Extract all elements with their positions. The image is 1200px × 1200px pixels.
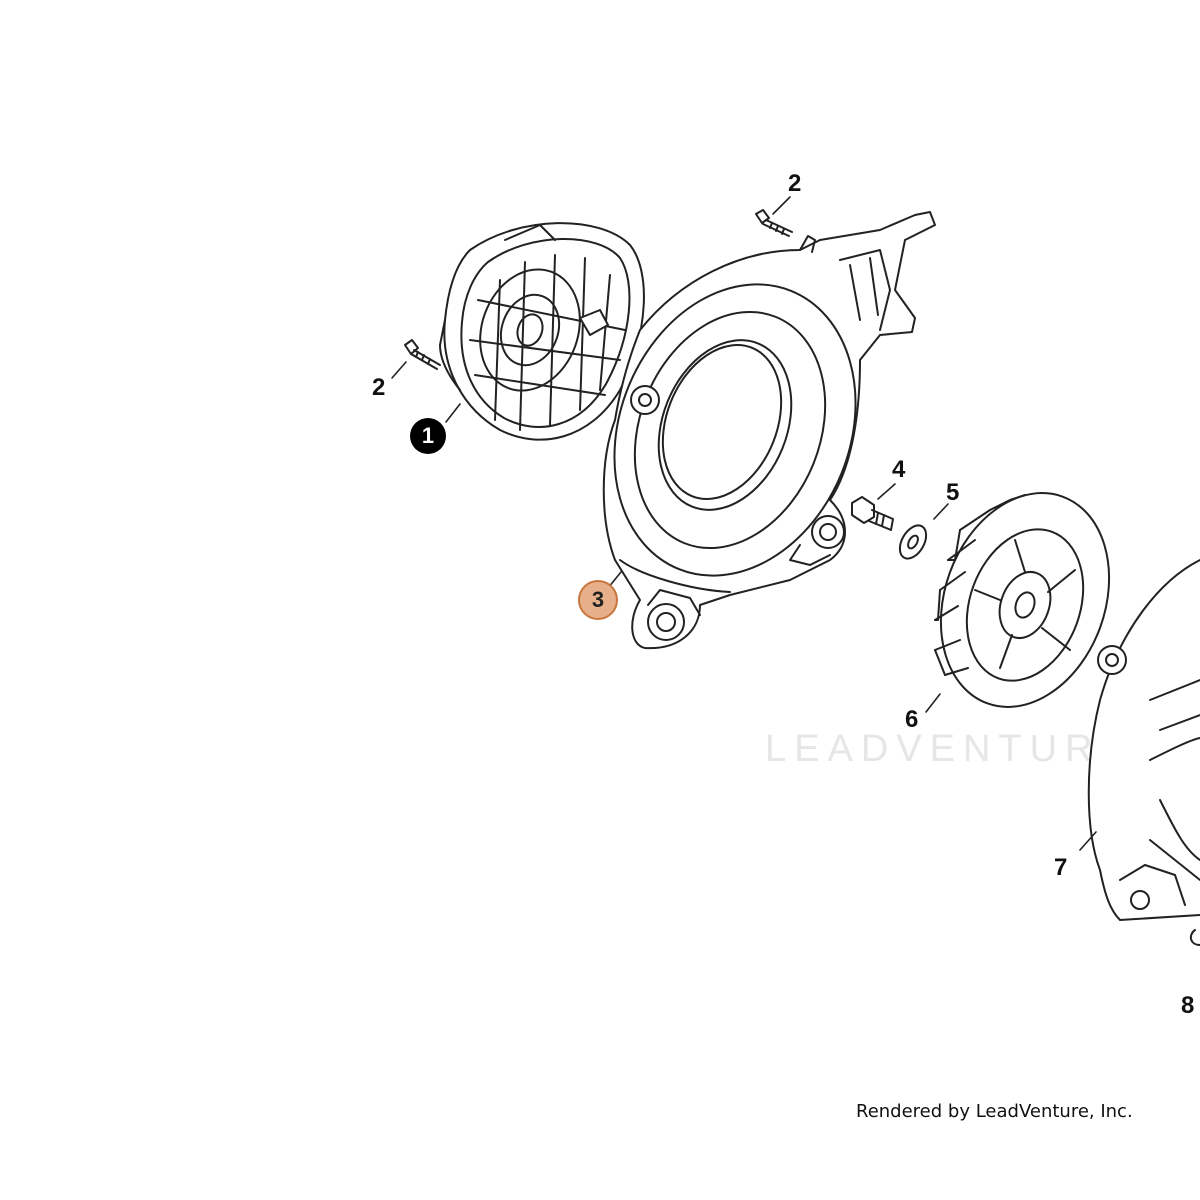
part-5-washer[interactable] — [894, 521, 931, 563]
callout-1[interactable]: 1 — [410, 418, 446, 454]
leader-lines — [391, 196, 1097, 851]
callout-8[interactable]: 8 — [1181, 992, 1195, 1019]
part-2-screw-left[interactable] — [404, 339, 441, 370]
part-1-starter-cover[interactable] — [439, 222, 645, 441]
callout-7[interactable]: 7 — [1054, 854, 1068, 881]
part-3-fan-housing[interactable] — [572, 211, 936, 650]
part-2-screw-top[interactable] — [755, 209, 793, 237]
callout-6[interactable]: 6 — [905, 706, 919, 733]
part-6-fan-wheel[interactable] — [912, 469, 1138, 730]
callout-3-selected[interactable]: 3 — [578, 580, 618, 620]
part-4-bolt[interactable] — [851, 496, 894, 531]
watermark-text: LEADVENTURE — [765, 728, 1134, 770]
callout-5[interactable]: 5 — [946, 479, 960, 506]
callout-4[interactable]: 4 — [892, 456, 906, 483]
callout-2-left[interactable]: 2 — [372, 374, 386, 401]
part-7-engine-housing[interactable] — [1087, 559, 1200, 946]
callout-2-top[interactable]: 2 — [788, 170, 802, 197]
render-credit: Rendered by LeadVenture, Inc. — [856, 1101, 1133, 1122]
